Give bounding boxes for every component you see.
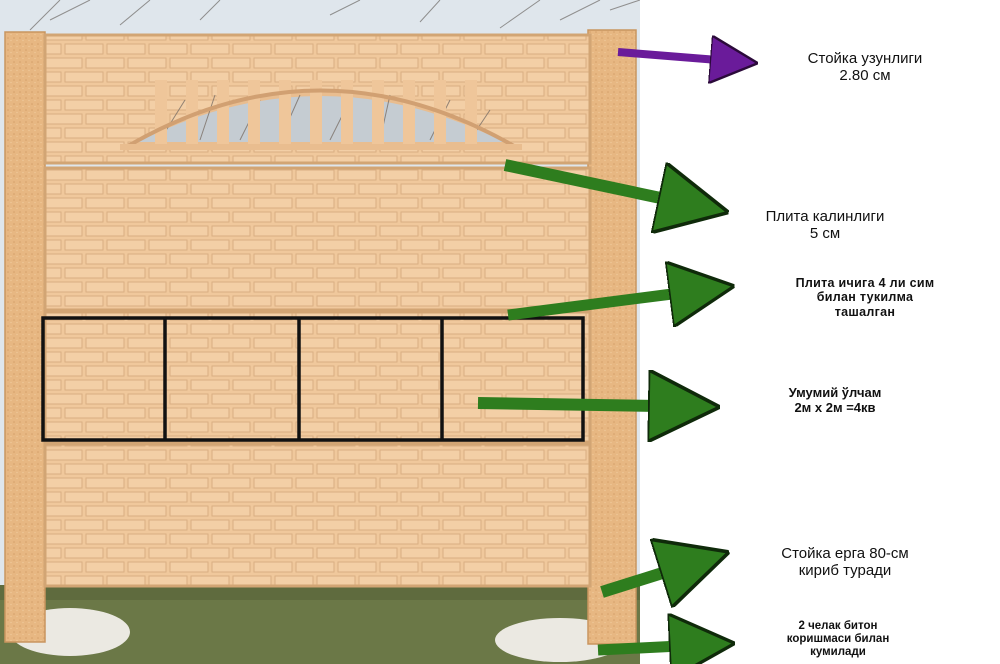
arrow-post-in-ground <box>600 570 672 592</box>
fence-panel-3 <box>45 312 590 442</box>
label-panel-wire: Плита ичига 4 ли сим билан тукилма ташал… <box>795 276 935 319</box>
fence-post-right <box>588 30 636 644</box>
fence-panel-4 <box>45 444 590 586</box>
label-post-length: Стойка узунлиги 2.80 см <box>807 50 923 85</box>
arrow-panel-thickness <box>503 159 670 200</box>
fence-photo <box>0 0 640 664</box>
fence-panel-2 <box>45 168 590 310</box>
arrow-post-length <box>617 52 718 60</box>
label-panel-thickness: Плита калинлиги 5 см <box>765 208 885 243</box>
wire-mesh-frame <box>41 316 585 442</box>
fence-post-left <box>5 32 45 642</box>
arrow-panel-wire <box>507 293 680 315</box>
label-concrete-fill: 2 челак битон коришмаси билан кумилади <box>786 620 890 658</box>
arrow-total-size <box>477 403 660 406</box>
top-decorative-panel <box>43 33 592 165</box>
label-total-size: Умумий ўлчам 2м х 2м =4кв <box>788 385 882 415</box>
arrow-concrete-fill <box>597 646 680 650</box>
label-post-in-ground: Стойка ерга 80-см кириб туради <box>781 545 909 580</box>
